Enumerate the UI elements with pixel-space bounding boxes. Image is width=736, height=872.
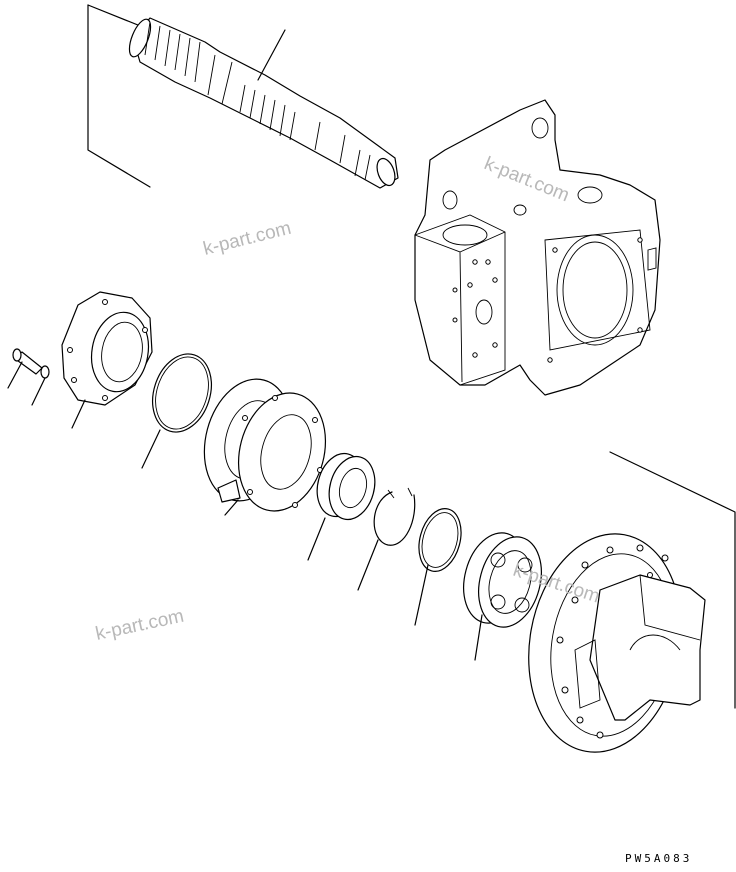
seal-retainer xyxy=(61,291,153,429)
cylinder-block xyxy=(463,532,542,661)
snap-ring xyxy=(357,487,416,591)
gasket-plates xyxy=(203,378,327,516)
o-ring xyxy=(141,353,212,469)
watermark-text: k-part.com xyxy=(201,218,293,260)
bolt-and-washer xyxy=(7,348,50,406)
drawing-code: PW5A083 xyxy=(625,852,692,865)
bearing xyxy=(307,452,376,561)
watermark-text: k-part.com xyxy=(94,606,186,645)
pump-housing xyxy=(414,99,661,396)
spacer-ring xyxy=(414,508,462,626)
drive-shaft xyxy=(128,17,399,189)
end-cover xyxy=(528,533,706,753)
